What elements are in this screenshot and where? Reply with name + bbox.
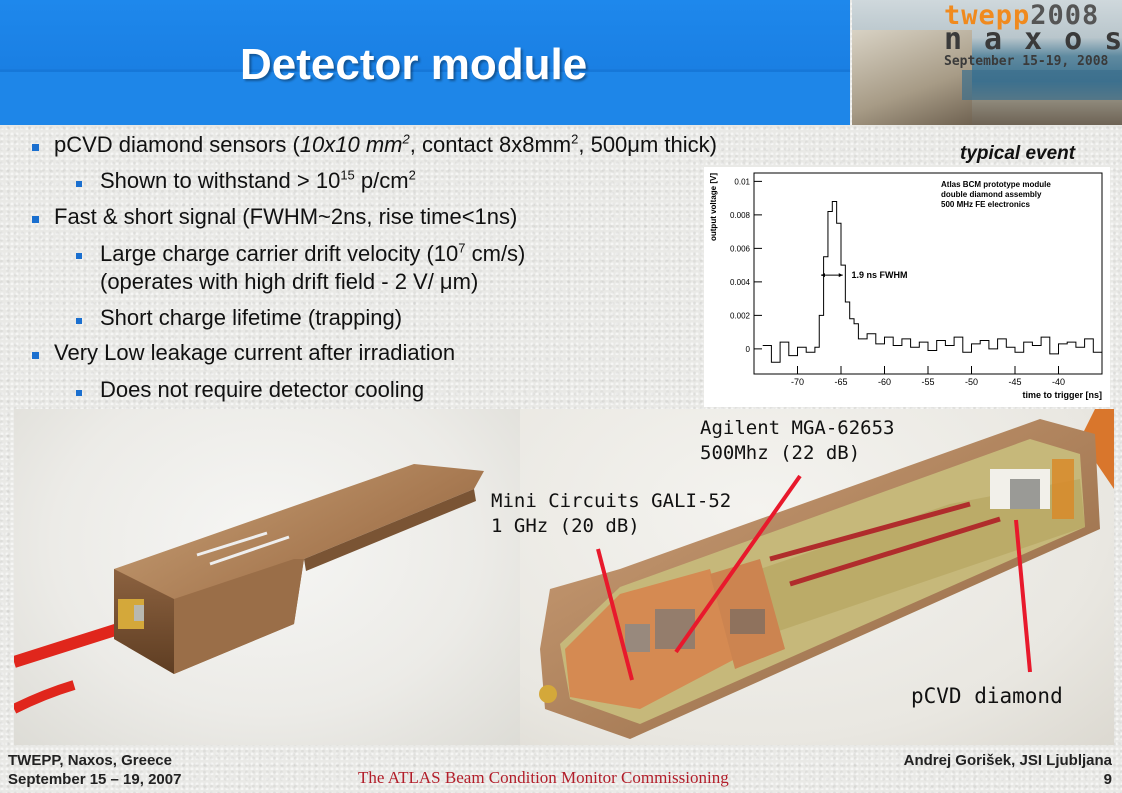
y-tick-label: 0.008 — [730, 211, 751, 220]
x-axis-label: time to trigger [ns] — [1022, 390, 1102, 400]
slide-title: Detector module — [240, 40, 588, 89]
legend-line: Atlas BCM prototype module — [941, 180, 1051, 189]
bullet-cooling: Does not require detector cooling — [76, 377, 424, 403]
legend-line: 500 MHz FE electronics — [941, 200, 1030, 209]
signal-plot: 0 0.002 0.004 0.006 0.008 0.01 -70 -65 -60 -55 -50… — [704, 167, 1110, 407]
bullet-sensors: pCVD diamond sensors (10x10 mm2, contact… — [32, 132, 717, 158]
bullet-drift-velocity: Large charge carrier drift velocity (107… — [76, 240, 525, 296]
bullet-leakage: Very Low leakage current after irradiati… — [32, 340, 455, 366]
signal-chart: 0 0.002 0.004 0.006 0.008 0.01 -70 -65 -60 -55 -50… — [709, 172, 1103, 400]
y-axis-label: output voltage [V] — [709, 173, 718, 241]
bullet-withstand: Shown to withstand > 1015 p/cm2 — [76, 168, 416, 194]
title-bar — [0, 0, 850, 125]
y-tick-label: 0.006 — [730, 244, 751, 253]
typical-event-label: typical event — [960, 143, 1076, 164]
y-tick-label: 0.002 — [730, 311, 751, 320]
page-number: 9 — [1103, 771, 1112, 788]
fwhm-arrowhead-left — [820, 273, 825, 278]
fwhm-arrowhead-right — [838, 273, 843, 278]
signal-series-line — [762, 200, 1103, 363]
x-tick-label: -40 — [1052, 377, 1065, 387]
bullet-fast-signal: Fast & short signal (FWHM~2ns, rise time… — [32, 204, 517, 230]
y-tick-label: 0 — [746, 345, 751, 354]
conference-logo: twepp2008 naxos September 15-19, 2008 — [852, 0, 1122, 125]
label-pcvd-diamond: pCVD diamond — [911, 684, 1063, 708]
legend-line: double diamond assembly — [941, 190, 1042, 199]
x-tick-label: -45 — [1008, 377, 1021, 387]
module-photo-closed — [14, 409, 520, 745]
x-tick-label: -60 — [878, 377, 891, 387]
x-tick-label: -70 — [791, 377, 804, 387]
y-tick-label: 0.01 — [734, 177, 750, 186]
fwhm-annotation: 1.9 ns FWHM — [851, 270, 907, 280]
x-tick-label: -55 — [921, 377, 934, 387]
x-tick-label: -50 — [965, 377, 978, 387]
footer-talk-title: The ATLAS Beam Condition Monitor Commiss… — [358, 768, 729, 787]
bullet-lifetime: Short charge lifetime (trapping) — [76, 305, 402, 331]
y-tick-label: 0.004 — [730, 278, 751, 287]
x-tick-label: -65 — [834, 377, 847, 387]
